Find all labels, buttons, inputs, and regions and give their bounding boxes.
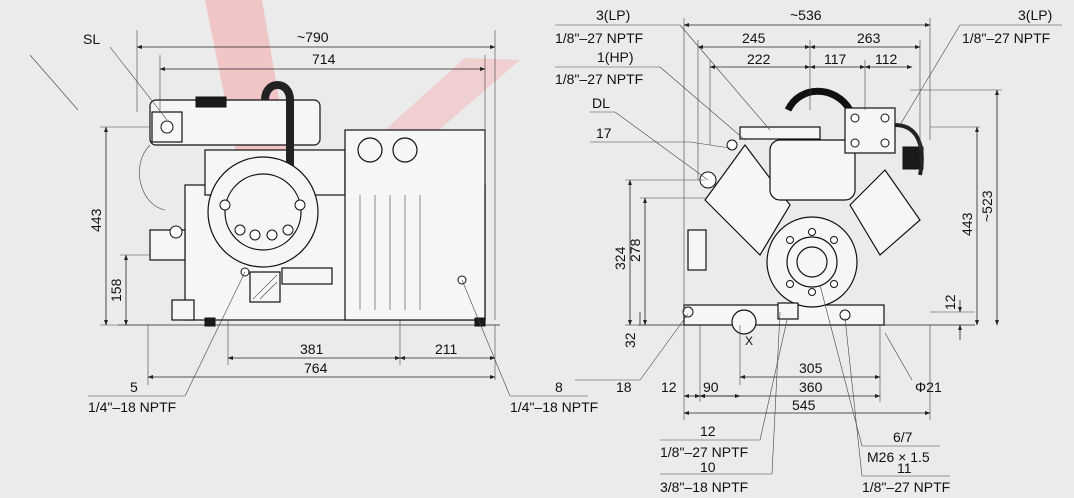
dim-32: 32 (622, 332, 638, 348)
dim-117: 117 (824, 51, 847, 67)
callout-11-thread: 1/8"–27 NPTF (862, 479, 950, 495)
callout-5-thread: 1/4"–18 NPTF (88, 399, 176, 415)
dim-245: 245 (742, 30, 766, 46)
dimension-lines-left (29, 30, 588, 397)
dim-764: 764 (304, 360, 328, 376)
callout-67-number: 6/7 (893, 429, 913, 445)
dim-536: ~536 (790, 7, 822, 23)
right-view: 3(LP) 1/8"–27 NPTF 1(HP) 1/8"–27 NPTF DL… (555, 7, 1062, 495)
dim-381: 381 (300, 341, 324, 357)
dim-158: 158 (108, 278, 124, 302)
callout-3lp-left-number: 3(LP) (596, 7, 630, 23)
oil-sight-right (731, 309, 757, 335)
callout-12-thread: 1/8"–27 NPTF (660, 444, 748, 460)
dim-112: 112 (875, 51, 898, 67)
right-cylinder-bank (849, 169, 921, 256)
dimension-lines-right (555, 18, 1062, 477)
dim-443-right: 443 (959, 212, 975, 236)
motor-housing (344, 129, 486, 321)
callout-10-thread: 3/8"–18 NPTF (660, 479, 748, 495)
dim-545: 545 (792, 397, 816, 413)
dim-523: ~523 (979, 190, 995, 222)
dim-278: 278 (627, 238, 643, 262)
callout-12-number: 12 (700, 423, 716, 439)
dim-12-vertical: 12 (942, 294, 958, 310)
dim-790: ~790 (297, 29, 329, 45)
label-x: X (745, 334, 753, 348)
dim-12-bottom: 12 (661, 379, 677, 395)
top-cylinder-head (769, 139, 856, 201)
callout-3lp-left-thread: 1/8"–27 NPTF (555, 30, 643, 46)
dim-phi21: Φ21 (915, 379, 942, 395)
callout-18: 18 (616, 379, 632, 395)
dim-714: 714 (312, 51, 336, 67)
crank-flange-bolts (786, 228, 838, 296)
callout-17: 17 (596, 125, 612, 141)
dim-222: 222 (747, 51, 771, 67)
callout-8-thread: 1/4"–18 NPTF (510, 399, 598, 415)
callout-5-number: 5 (130, 379, 138, 395)
flange-bolts (219, 199, 306, 241)
callout-11-number: 11 (897, 460, 912, 476)
dim-324: 324 (612, 246, 628, 270)
left-cylinder-bank (704, 143, 791, 256)
left-view: SL ~790 714 443 158 381 211 764 5 1/4"–1… (29, 29, 598, 415)
dim-211: 211 (435, 341, 458, 357)
callout-3lp-right-thread: 1/8"–27 NPTF (962, 30, 1050, 46)
dim-90: 90 (703, 379, 719, 395)
dim-360: 360 (799, 379, 823, 395)
dim-443-left: 443 (88, 208, 104, 232)
callout-1hp-thread: 1/8"–27 NPTF (555, 71, 643, 87)
terminal-right (392, 137, 418, 163)
cylinder-head (149, 99, 321, 146)
callout-8-number: 8 (555, 379, 563, 395)
terminal-left (357, 137, 383, 163)
callout-1hp-number: 1(HP) (597, 49, 634, 65)
callout-3lp-right-number: 3(LP) (1018, 7, 1052, 23)
label-dl: DL (592, 95, 610, 111)
callout-67-thread: M26 × 1.5 (867, 449, 930, 465)
callout-10-number: 10 (700, 459, 716, 475)
dim-263: 263 (857, 30, 881, 46)
cooling-fins (359, 195, 421, 310)
label-sl: SL (83, 31, 100, 47)
dim-305: 305 (799, 360, 823, 376)
